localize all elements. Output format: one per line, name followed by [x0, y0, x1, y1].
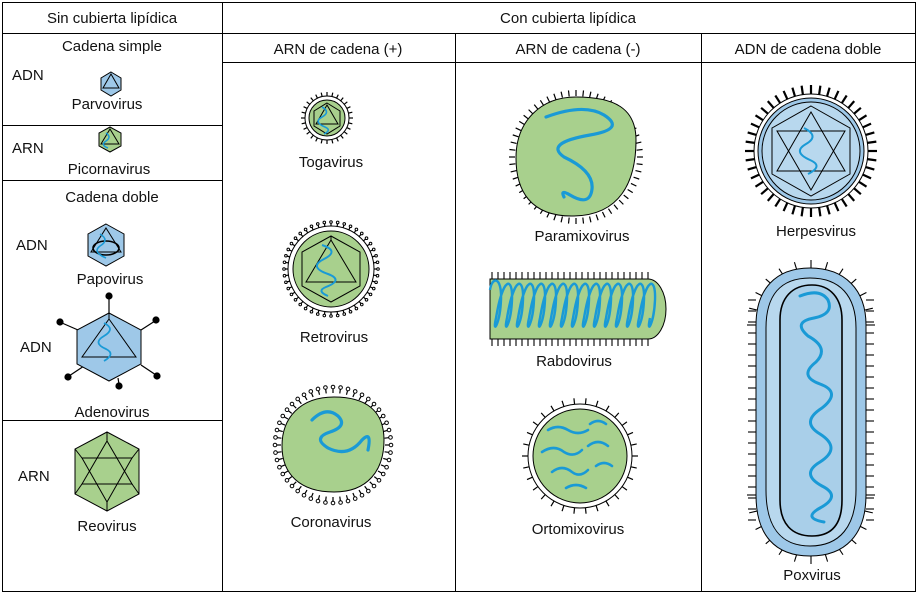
label-paramixovirus: Paramixovirus — [534, 228, 630, 245]
label-picornavirus: Picornavirus — [67, 161, 151, 178]
label-adn-papova: ADN — [16, 237, 48, 254]
reovirus-figure — [74, 431, 140, 512]
label-double-strand: Cadena doble — [65, 189, 159, 206]
label-reovirus: Reovirus — [77, 518, 137, 535]
label-arn-picorna: ARN — [12, 140, 44, 157]
label-adn-parvo: ADN — [12, 67, 44, 84]
label-togavirus: Togavirus — [298, 154, 364, 171]
coronavirus-figure — [272, 384, 394, 506]
poxvirus-figure — [747, 260, 875, 564]
header-with-envelope: Con cubierta lipídica — [500, 10, 636, 27]
ortomixovirus-figure — [522, 398, 638, 514]
header-rna-plus: ARN de cadena (+) — [273, 41, 403, 58]
retrovirus-figure — [282, 220, 380, 318]
label-rabdovirus: Rabdovirus — [536, 353, 612, 370]
label-adn-adeno: ADN — [20, 339, 52, 356]
adenovirus-figure — [56, 292, 161, 390]
label-herpesvirus: Herpesvirus — [775, 223, 857, 240]
label-retrovirus: Retrovirus — [299, 329, 369, 346]
label-parvovirus: Parvovirus — [71, 96, 143, 113]
header-rna-minus: ARN de cadena (-) — [515, 41, 641, 58]
header-dna-double: ADN de cadena doble — [734, 41, 882, 58]
header-no-envelope: Sin cubierta lipídica — [46, 10, 178, 27]
label-papovirus: Papovirus — [76, 271, 144, 288]
label-arn-reo: ARN — [18, 468, 50, 485]
paramixovirus-figure — [509, 90, 643, 224]
papovirus-figure — [87, 223, 125, 267]
parvovirus-figure — [100, 71, 122, 97]
label-single-strand: Cadena simple — [61, 38, 163, 55]
label-ortomixovirus: Ortomixovirus — [531, 521, 625, 538]
label-coronavirus: Coronavirus — [290, 514, 372, 531]
label-adenovirus: Adenovirus — [74, 404, 150, 421]
picornavirus-figure — [98, 126, 122, 153]
herpesvirus-figure — [745, 85, 877, 217]
label-poxvirus: Poxvirus — [783, 567, 841, 584]
togavirus-figure — [301, 92, 353, 144]
rabdovirus-figure — [488, 272, 667, 346]
